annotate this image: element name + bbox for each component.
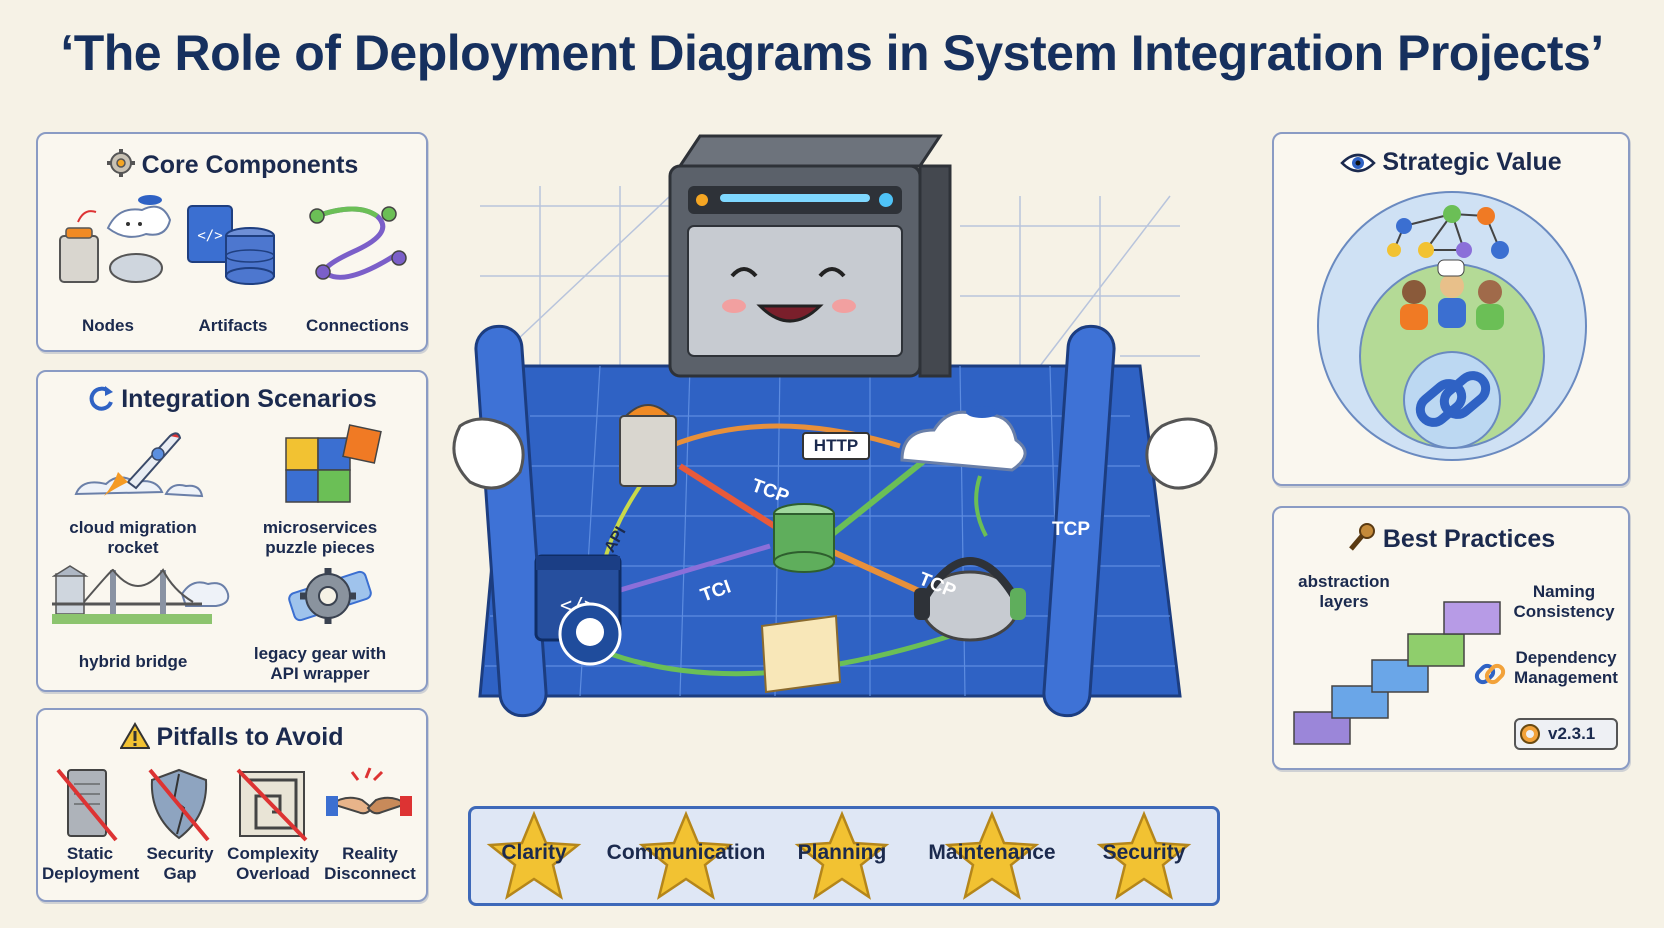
pitfalls-panel: Pitfalls to Avoid Static Deployment Secu… <box>36 708 428 902</box>
legacy-gear-icon <box>288 568 372 624</box>
core-components-title: Core Components <box>38 148 426 180</box>
svg-text:</>: </> <box>197 228 222 244</box>
tcp-link-label-right: TCP <box>1052 519 1090 540</box>
gear-badge-icon <box>1520 724 1540 744</box>
microservices-label: microservices puzzle pieces <box>262 518 378 557</box>
abstraction-layers-label: abstraction layers <box>1298 572 1390 611</box>
static-deployment-label: Static Deployment <box>42 844 140 883</box>
naming-consistency-label: Naming Consistency <box>1513 582 1615 621</box>
benefit-label-clarity: Clarity <box>501 841 567 864</box>
best-practices-title-text: Best Practices <box>1382 525 1556 553</box>
strategic-value-panel: Strategic Value <box>1272 132 1630 486</box>
maze-icon <box>236 768 308 842</box>
chain-link-icon <box>1474 663 1506 685</box>
broken-handshake-icon <box>326 767 412 816</box>
best-practices-title: Best Practices <box>1274 522 1628 554</box>
benefit-label-planning: Planning <box>797 841 887 864</box>
star-icon <box>486 810 582 900</box>
static-server-crossed-icon <box>56 768 118 842</box>
hybrid-bridge-label: hybrid bridge <box>78 652 188 671</box>
rocket-icon <box>74 432 204 498</box>
legacy-gear-label: legacy gear with API wrapper <box>253 644 387 683</box>
key-icon <box>1348 523 1375 551</box>
artifacts-label: Artifacts <box>198 316 268 335</box>
bridge-icon <box>52 565 230 624</box>
integration-scenarios-title-text: Integration Scenarios <box>121 385 377 413</box>
cloud-migration-label: cloud migration rocket <box>69 518 197 557</box>
puzzle-icon <box>285 424 382 503</box>
staircase-blocks <box>1293 601 1501 745</box>
broken-shield-icon <box>148 768 210 842</box>
star-icon <box>794 810 890 900</box>
artifacts-icon: </> <box>187 205 275 285</box>
integration-scenarios-title: Integration Scenarios <box>38 384 426 414</box>
integration-scenarios-panel: Integration Scenarios cloud migration ro… <box>36 370 428 692</box>
benefit-star-maintenance: Maintenance <box>917 811 1067 901</box>
nodes-label: Nodes <box>82 316 134 335</box>
dependency-management-label: Dependency Management <box>1514 648 1618 687</box>
core-components-title-text: Core Components <box>141 151 359 179</box>
deployment-blueprint-illustration: </> <box>452 134 1218 718</box>
reality-disconnect-label: Reality Disconnect <box>324 844 416 883</box>
connections-icon <box>309 206 407 280</box>
complexity-overload-label: Complexity Overload <box>227 844 319 883</box>
benefit-label-security: Security <box>1102 841 1186 864</box>
pitfalls-title: Pitfalls to Avoid <box>38 722 426 752</box>
benefit-label-communication: Communication <box>606 841 766 864</box>
http-link-label: HTTP <box>802 432 870 460</box>
nodes-icon <box>59 195 172 283</box>
star-icon <box>944 811 1040 900</box>
page-title: ‘The Role of Deployment Diagrams in Syst… <box>60 25 1604 81</box>
connections-label: Connections <box>306 316 409 335</box>
pitfalls-title-text: Pitfalls to Avoid <box>156 723 344 751</box>
strategic-value-title: Strategic Value <box>1274 148 1628 177</box>
benefit-star-communication: Communication <box>601 811 771 901</box>
benefit-label-maintenance: Maintenance <box>928 841 1056 864</box>
best-practices-panel: Best Practices abstraction layers Naming… <box>1272 506 1630 770</box>
benefits-bar: Clarity Communication Planning Maintenan… <box>468 806 1220 906</box>
refresh-icon <box>89 386 114 411</box>
security-gap-label: Security Gap <box>146 844 214 883</box>
star-icon <box>638 811 734 900</box>
benefit-star-security: Security <box>1089 810 1199 901</box>
version-text: v2.3.1 <box>1548 724 1596 743</box>
warning-icon <box>119 722 152 749</box>
benefit-star-clarity: Clarity <box>481 810 587 901</box>
star-icon <box>1096 810 1192 900</box>
eye-icon <box>1340 153 1377 173</box>
version-badge: v2.3.1 <box>1514 718 1618 750</box>
core-components-panel: Core Components </> Nodes Artifacts Conn… <box>36 132 428 352</box>
strategic-value-circles <box>1317 191 1587 461</box>
gear-icon <box>106 149 135 177</box>
strategic-value-title-text: Strategic Value <box>1382 148 1562 176</box>
benefit-star-planning: Planning <box>789 810 895 901</box>
